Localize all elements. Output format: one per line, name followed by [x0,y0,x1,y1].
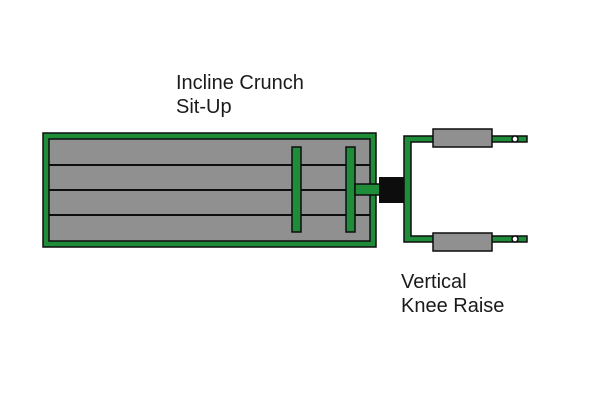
bottom-handle-pad [432,232,493,252]
knee-raise-frame [403,135,528,243]
bottom-end-cap [511,235,519,243]
top-end-cap [511,135,519,143]
knee-raise-text: Knee Raise [401,295,505,317]
situp-text: Sit-Up [176,96,232,118]
vertical-text: Vertical [401,271,467,293]
support-bar [345,146,356,233]
incline-crunch-text: Incline Crunch [176,72,304,94]
incline-crunch-situp-label: Incline Crunch Sit-Up [176,71,304,119]
connector-block [379,177,404,203]
top-handle-pad [432,128,493,148]
vertical-knee-raise-label: Vertical Knee Raise [401,270,504,318]
connector-arm [354,183,383,196]
support-bar [291,146,302,233]
